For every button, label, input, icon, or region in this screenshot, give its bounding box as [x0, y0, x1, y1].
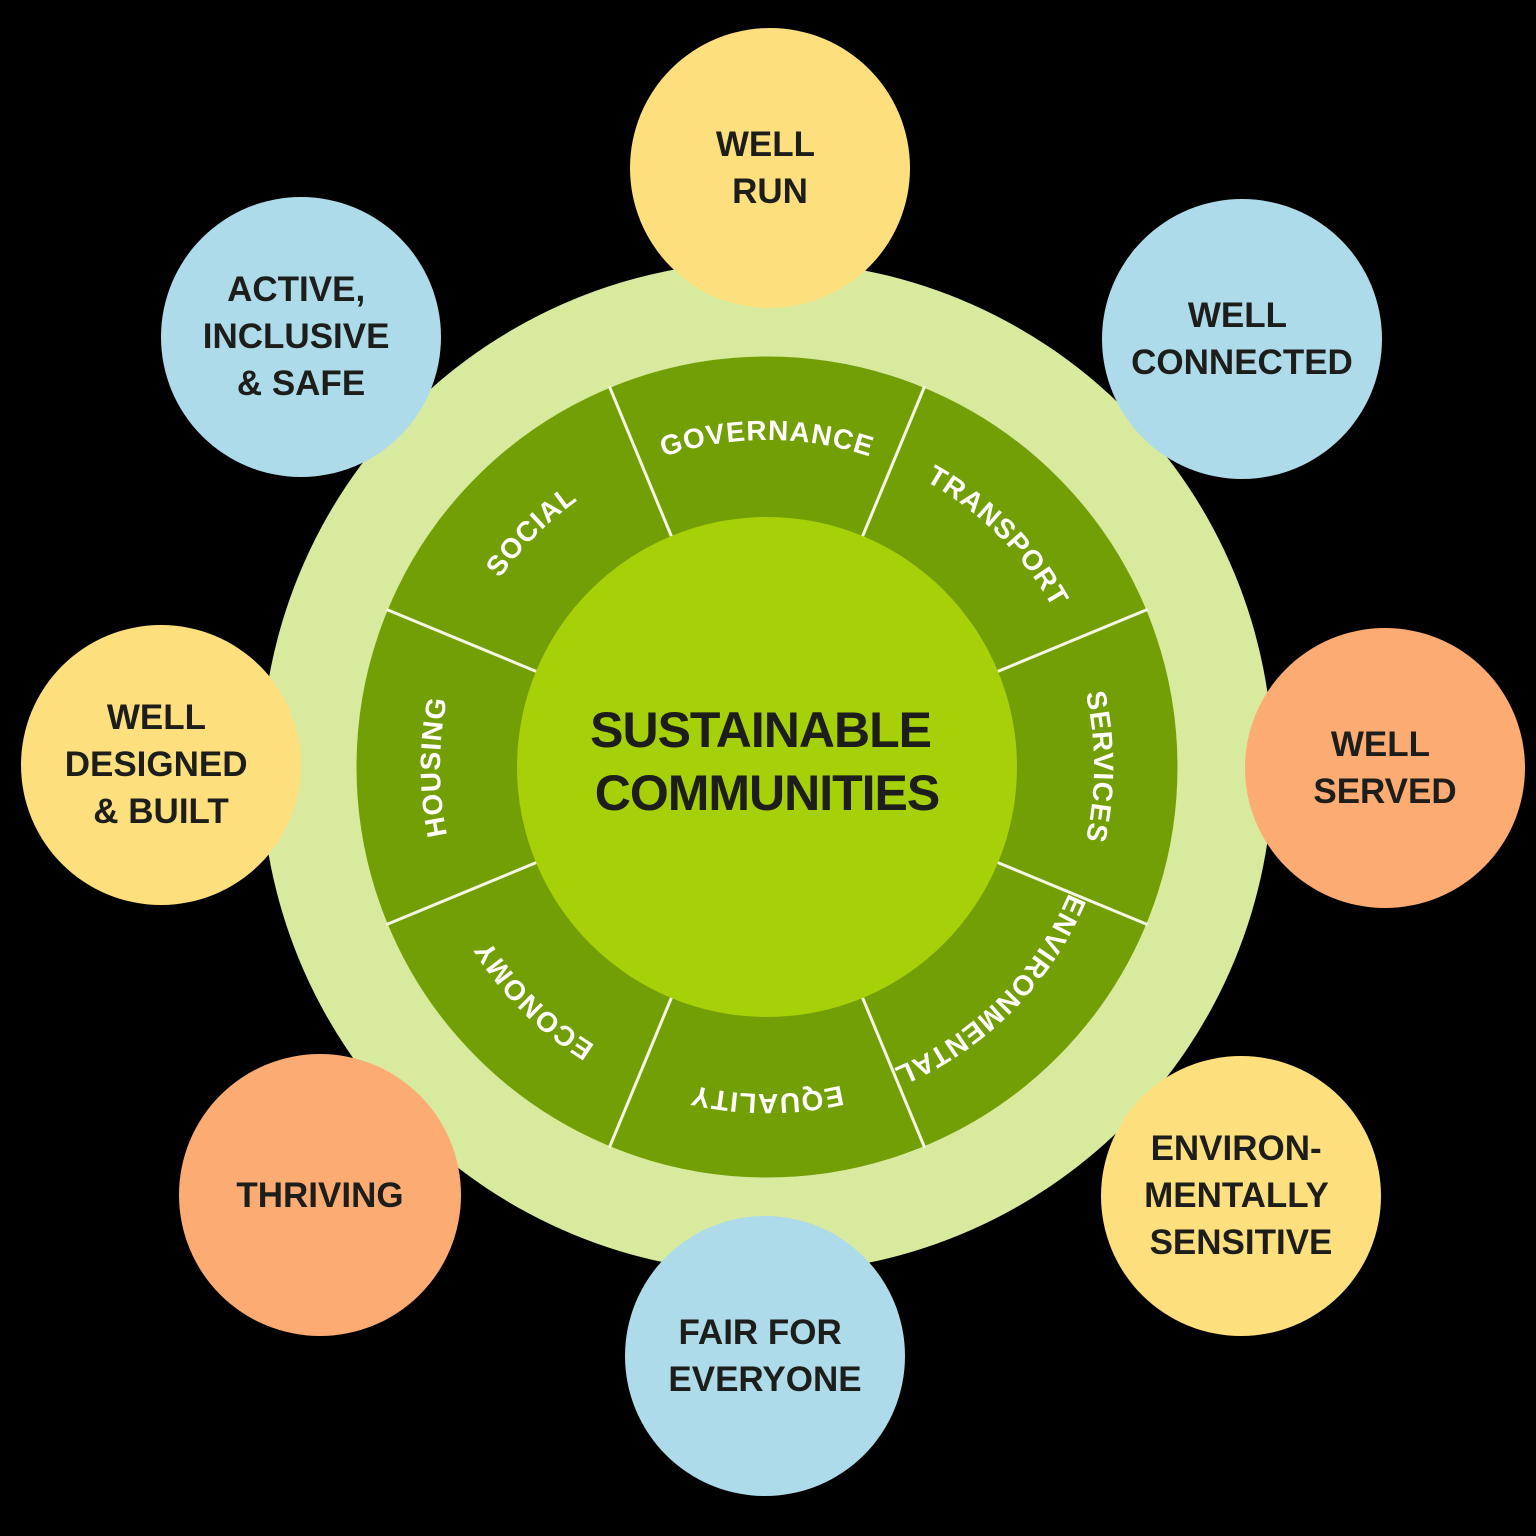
satellite-well-run: WELL RUN — [630, 28, 910, 308]
satellite-label: WELL RUN — [716, 125, 824, 211]
segment-divider — [385, 860, 539, 927]
satellite-circle — [625, 1216, 905, 1496]
satellite-active-inclusive-safe: ACTIVE, INCLUSIVE & SAFE — [161, 197, 441, 477]
segment-divider — [607, 995, 674, 1149]
center-title-line-1: SUSTAINABLE — [590, 702, 931, 758]
segment-divider — [860, 995, 927, 1149]
segment-divider — [385, 607, 539, 674]
satellite-circle — [179, 1054, 461, 1336]
satellite-circle — [630, 28, 910, 308]
segment-divider — [607, 385, 674, 539]
satellite-circle — [1245, 628, 1525, 908]
satellite-label: FAIR FOR EVERYONE — [668, 1313, 861, 1399]
satellite-well-connected: WELL CONNECTED — [1102, 199, 1382, 479]
satellites: WELL RUN WELL CONNECTED WELL SERVED — [21, 28, 1525, 1496]
satellite-well-designed-built: WELL DESIGNED & BUILT — [21, 625, 301, 905]
satellite-label: THRIVING — [236, 1176, 403, 1215]
center-title-line-2: COMMUNITIES — [595, 765, 940, 821]
segment-dividers — [385, 385, 1149, 1149]
satellite-label: ACTIVE, INCLUSIVE & SAFE — [203, 270, 399, 403]
satellite-circle — [161, 197, 441, 477]
segment-divider — [995, 607, 1149, 674]
satellite-label: WELL CONNECTED — [1131, 296, 1353, 382]
segment-divider — [860, 385, 927, 539]
center-title: SUSTAINABLE COMMUNITIES — [590, 702, 944, 821]
satellite-environmentally-sensitive: ENVIRON- MENTALLY SENSITIVE — [1101, 1056, 1381, 1336]
satellite-circle — [21, 625, 301, 905]
satellite-label: WELL DESIGNED & BUILT — [65, 698, 258, 831]
segment-divider — [995, 860, 1149, 927]
satellite-thriving: THRIVING — [179, 1054, 461, 1336]
inner-ring-circle — [356, 356, 1178, 1178]
satellite-label: WELL SERVED — [1313, 725, 1456, 811]
satellite-label: ENVIRON- MENTALLY SENSITIVE — [1144, 1129, 1338, 1262]
satellite-fair-for-everyone: FAIR FOR EVERYONE — [625, 1216, 905, 1496]
satellite-circle — [1101, 1056, 1381, 1336]
center-circle — [517, 517, 1017, 1017]
satellite-well-served: WELL SERVED — [1245, 628, 1525, 908]
satellite-circle — [1102, 199, 1382, 479]
